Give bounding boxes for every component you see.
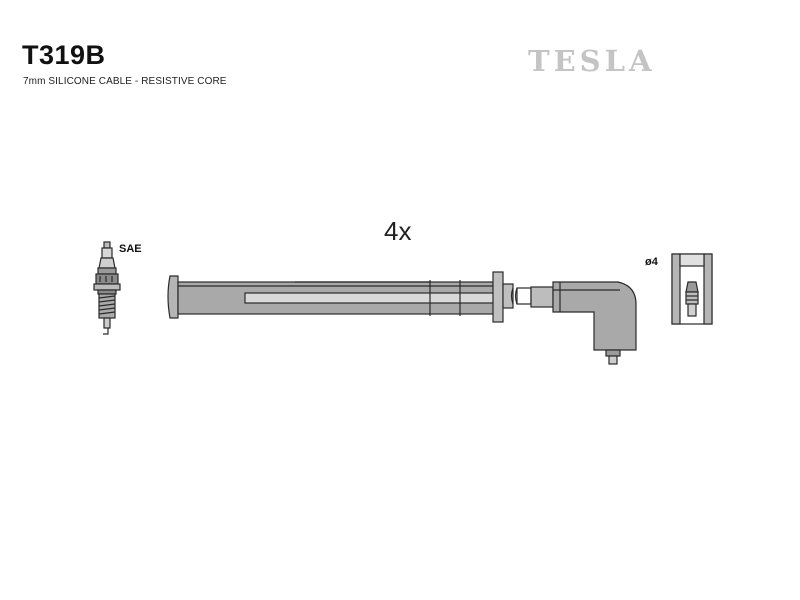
- cable-description: 7mm SILICONE CABLE - RESISTIVE CORE: [23, 76, 227, 87]
- part-number: T319B: [22, 40, 106, 70]
- spark-plug-label: SAE: [119, 243, 142, 255]
- terminal-diameter-label: ø4: [645, 256, 658, 268]
- brand-logo: TESLA: [528, 44, 656, 78]
- spark-plug-icon: [93, 241, 121, 335]
- angled-boot-icon: [530, 281, 637, 365]
- cable-break-icon: [510, 287, 532, 305]
- straight-boot-icon: [167, 271, 514, 323]
- quantity-label: 4x: [384, 216, 412, 246]
- terminal-icon: [671, 253, 713, 325]
